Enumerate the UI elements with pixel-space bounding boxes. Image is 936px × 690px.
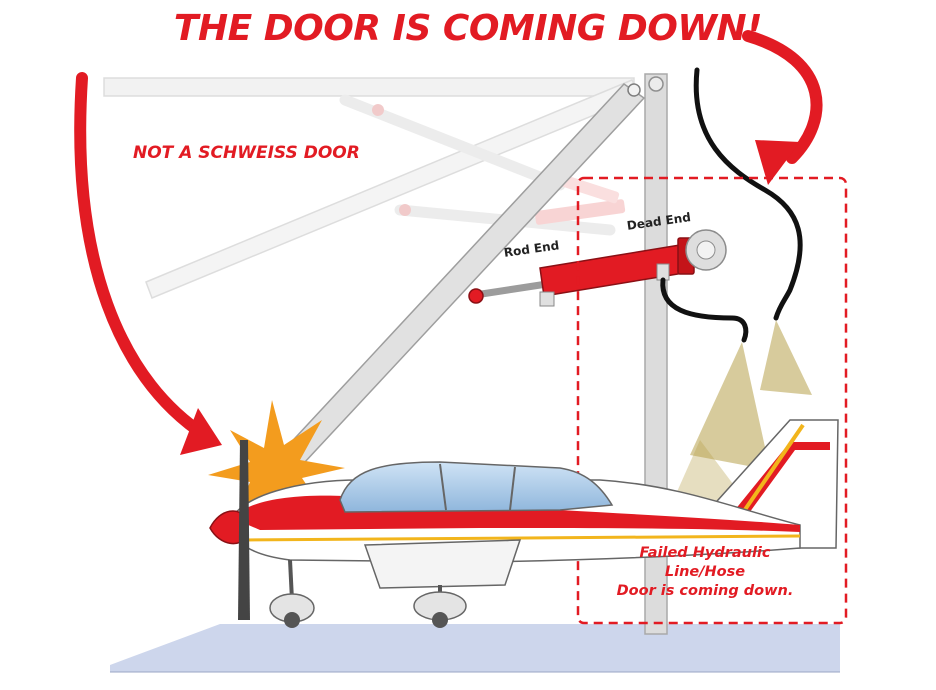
failure-note-line2: Line/Hose xyxy=(664,564,746,580)
left-falling-arrow xyxy=(74,72,222,455)
right-falling-arrow xyxy=(742,30,823,185)
hangar-floor xyxy=(110,624,840,673)
page-title: THE DOOR IS COMING DOWN! xyxy=(173,8,763,49)
failure-note: Failed Hydraulic Line/Hose Door is comin… xyxy=(595,544,815,601)
airplane xyxy=(209,419,839,628)
failure-note-line3: Door is coming down. xyxy=(616,583,794,599)
failure-note-line1: Failed Hydraulic xyxy=(639,545,771,561)
hydraulic-hoses xyxy=(660,67,803,343)
propeller-icon xyxy=(238,440,250,620)
not-schweiss-label: NOT A SCHWEISS DOOR xyxy=(133,143,360,163)
failure-callout-box xyxy=(576,176,848,625)
ghost-door-positions xyxy=(103,77,642,299)
